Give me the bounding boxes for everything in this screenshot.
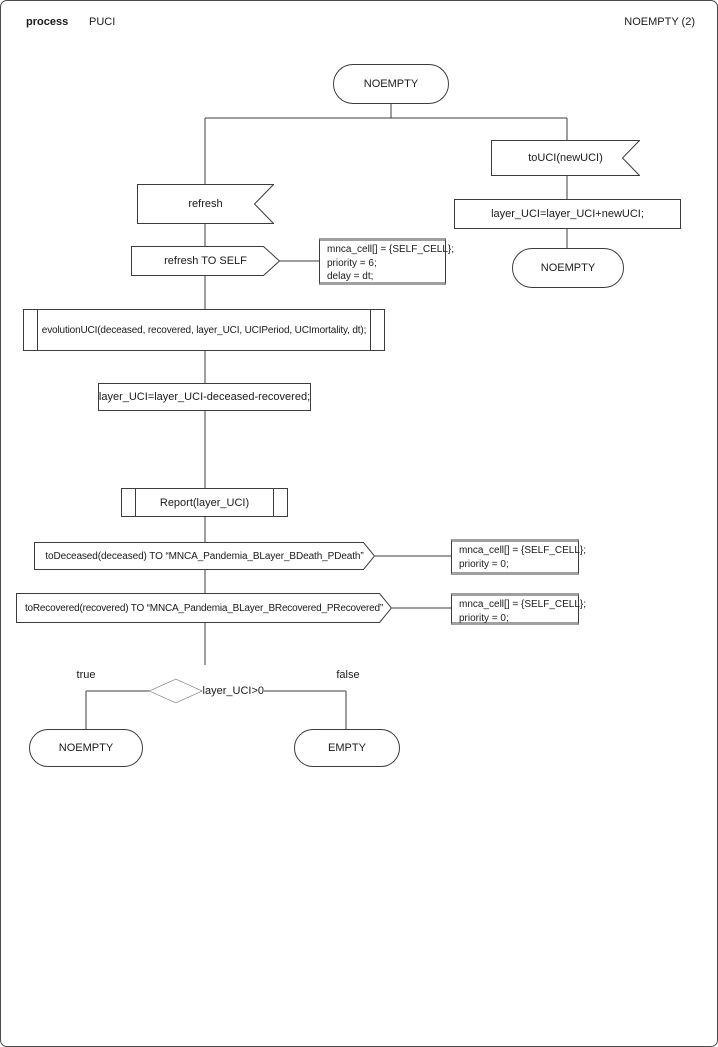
input-signal-shape xyxy=(491,140,640,176)
procedure-label: evolutionUCI(deceased, recovered, layer_… xyxy=(41,324,367,336)
output-signal-torecovered[interactable]: toRecovered(recovered) TO “MNCA_Pandemia… xyxy=(16,593,392,623)
state-noempty-top[interactable]: NOEMPTY xyxy=(333,64,449,104)
state-noempty-right[interactable]: NOEMPTY xyxy=(512,248,624,288)
decision-true-label: true xyxy=(76,669,96,681)
state-noempty-bottom[interactable]: NOEMPTY xyxy=(29,729,143,767)
procedure-label: Report(layer_UCI) xyxy=(159,496,250,509)
output-signal-label: toRecovered(recovered) TO “MNCA_Pandemia… xyxy=(24,602,384,614)
comment-box-deceased-params[interactable]: mnca_cell[] = {SELF_CELL}; priority = 0; xyxy=(451,539,587,575)
state-label: EMPTY xyxy=(328,742,366,754)
output-signal-label: refresh TO SELF xyxy=(164,255,247,267)
diagram-title: NOEMPTY (2) xyxy=(624,16,695,28)
decision-false-label: false xyxy=(336,669,360,681)
decision-diamond-layer-uci[interactable]: layer_UCI>0 xyxy=(149,665,264,717)
comment-line: mnca_cell[] = {SELF_CELL}; xyxy=(327,244,455,255)
input-signal-refresh[interactable]: refresh xyxy=(137,184,274,224)
diagram-kind-label: process xyxy=(26,16,69,28)
comment-line: mnca_cell[] = {SELF_CELL}; xyxy=(459,545,587,556)
input-signal-label: toUCI(newUCI) xyxy=(528,152,603,164)
output-signal-shape xyxy=(131,246,280,276)
procedure-call-evolutionuci[interactable]: evolutionUCI(deceased, recovered, layer_… xyxy=(23,309,385,351)
comment-line: priority = 0; xyxy=(459,612,509,624)
state-empty-bottom[interactable]: EMPTY xyxy=(294,729,400,767)
comment-line: priority = 6; xyxy=(327,257,377,269)
comment-line: delay = dt; xyxy=(327,271,374,282)
output-signal-shape xyxy=(34,542,375,570)
task-box-add-newuci[interactable]: layer_UCI=layer_UCI+newUCI; xyxy=(454,199,681,229)
decision-shape xyxy=(149,678,203,704)
comment-box-refresh-params[interactable]: mnca_cell[] = {SELF_CELL}; priority = 6;… xyxy=(319,238,455,285)
output-signal-refresh-to-self[interactable]: refresh TO SELF xyxy=(131,246,280,276)
comment-line: priority = 0; xyxy=(459,558,509,570)
output-signal-todeceased[interactable]: toDeceased(deceased) TO “MNCA_Pandemia_B… xyxy=(34,542,375,570)
input-signal-touci[interactable]: toUCI(newUCI) xyxy=(491,140,640,176)
decision-label: layer_UCI>0 xyxy=(202,685,264,697)
output-signal-shape xyxy=(16,593,392,623)
state-label: NOEMPTY xyxy=(540,262,596,274)
task-label: layer_UCI=layer_UCI-deceased-recovered; xyxy=(98,391,311,403)
task-label: layer_UCI=layer_UCI+newUCI; xyxy=(491,208,644,220)
procedure-call-report[interactable]: Report(layer_UCI) xyxy=(121,488,288,517)
input-signal-shape xyxy=(137,184,274,224)
comment-box-recovered-params[interactable]: mnca_cell[] = {SELF_CELL}; priority = 0; xyxy=(451,593,587,625)
process-name: PUCI xyxy=(89,16,116,28)
state-label: NOEMPTY xyxy=(58,742,114,754)
task-box-subtract-deceased-recovered[interactable]: layer_UCI=layer_UCI-deceased-recovered; xyxy=(98,383,311,411)
comment-line: mnca_cell[] = {SELF_CELL}; xyxy=(459,599,587,610)
state-label: NOEMPTY xyxy=(363,78,419,90)
input-signal-label: refresh xyxy=(188,198,223,210)
output-signal-label: toDeceased(deceased) TO “MNCA_Pandemia_B… xyxy=(45,550,364,562)
